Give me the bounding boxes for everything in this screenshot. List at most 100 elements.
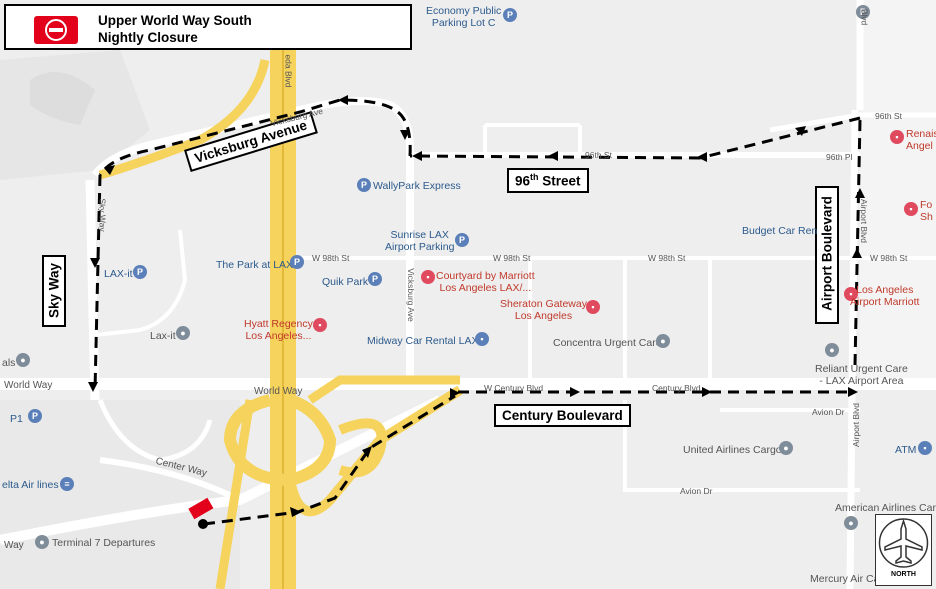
poi-park-at-lax[interactable]: The Park at LAX bbox=[216, 259, 294, 271]
road-airport-blvd-vertical: Airport Blvd bbox=[850, 403, 861, 447]
road-way-left: Way bbox=[4, 540, 24, 551]
place-pin-icon: ● bbox=[844, 516, 858, 530]
poi-label-line: Los Angeles... bbox=[245, 330, 312, 342]
airplane-north-icon bbox=[878, 518, 929, 568]
hotel-icon: ▪ bbox=[890, 130, 904, 144]
poi-p1[interactable]: P1 bbox=[10, 413, 23, 425]
poi-label-line: Parking Lot C bbox=[431, 17, 496, 29]
map-title-box: Upper World Way South Nightly Closure bbox=[4, 4, 412, 50]
callout-96th-rest: Street bbox=[538, 173, 581, 189]
road-century-blvd: Century Blvd bbox=[652, 383, 701, 393]
poi-label-line: Angel bbox=[906, 140, 933, 152]
parking-icon: P bbox=[28, 409, 42, 423]
callout-airport-boulevard-box: Airport Boulevard bbox=[815, 186, 839, 324]
parking-icon: P bbox=[133, 265, 147, 279]
poi-label-line: - LAX Airport Area bbox=[819, 375, 904, 387]
road-w-century-blvd: W Century Blvd bbox=[484, 383, 544, 393]
poi-wallypark[interactable]: WallyPark Express bbox=[373, 180, 461, 192]
hotel-icon: ▪ bbox=[313, 318, 327, 332]
poi-delta[interactable]: elta Air lines bbox=[2, 479, 59, 491]
road-world-way-left: World Way bbox=[4, 380, 53, 391]
place-pin-icon: ● bbox=[825, 343, 839, 357]
poi-midway-car-rental[interactable]: Midway Car Rental LAX bbox=[367, 335, 479, 347]
poi-label-line: Economy Public bbox=[426, 5, 502, 17]
poi-terminal-7[interactable]: Terminal 7 Departures bbox=[52, 537, 156, 549]
place-pin-icon: ● bbox=[16, 353, 30, 367]
hotel-icon: ▪ bbox=[586, 300, 600, 314]
road-w-98th-c: W 98th St bbox=[648, 253, 686, 263]
callout-96th-number: 96 bbox=[515, 173, 531, 189]
road-96th-st: 96th St bbox=[585, 150, 612, 160]
airport-area bbox=[0, 400, 240, 589]
hotel-icon: ▪ bbox=[904, 202, 918, 216]
do-not-enter-icon bbox=[34, 16, 78, 44]
place-pin-icon: ● bbox=[35, 535, 49, 549]
poi-label-line: Los Angeles bbox=[514, 310, 573, 322]
road-world-way: World Way bbox=[254, 386, 303, 397]
poi-label-line: Sunrise LAX bbox=[390, 229, 449, 241]
road-avion-dr: Avion Dr bbox=[812, 407, 845, 417]
poi-partial-als[interactable]: als bbox=[2, 357, 16, 369]
place-pin-icon: ● bbox=[656, 334, 670, 348]
poi-mercury-air[interactable]: Mercury Air Ca bbox=[810, 573, 880, 585]
land-area bbox=[30, 72, 95, 125]
parking-icon: P bbox=[503, 8, 517, 22]
road-vicksburg-ave-vertical: Vicksburg Ave bbox=[405, 268, 416, 322]
callout-century-boulevard: Century Boulevard bbox=[494, 404, 631, 427]
poi-concentra[interactable]: Concentra Urgent Care bbox=[553, 337, 662, 349]
airline-icon: ≡ bbox=[60, 477, 74, 491]
road-96th-pl: 96th Pl bbox=[826, 152, 853, 162]
poi-label-line: Los Angeles LAX/... bbox=[439, 282, 532, 294]
poi-label-line: Airport Parking bbox=[385, 241, 455, 253]
parking-icon: P bbox=[290, 255, 304, 269]
poi-label-line: Sh bbox=[920, 211, 933, 223]
poi-reliant-urgent-care[interactable]: Reliant Urgent Care- LAX Airport Area bbox=[815, 363, 908, 387]
hotel-icon: ▪ bbox=[844, 287, 858, 301]
road-w-98th-b: W 98th St bbox=[493, 253, 531, 263]
north-label: NORTH bbox=[891, 571, 916, 578]
poi-american-cargo[interactable]: American Airlines Car bbox=[835, 502, 936, 514]
closure-marker bbox=[188, 497, 214, 520]
land-area bbox=[860, 0, 936, 380]
north-arrow-box: NORTH bbox=[875, 514, 932, 586]
road-sky-way-vertical: Sky Way bbox=[97, 198, 108, 232]
parking-icon: P bbox=[357, 178, 371, 192]
poi-quik-park[interactable]: Quik Park bbox=[322, 276, 369, 288]
poi-united-cargo[interactable]: United Airlines Cargo bbox=[683, 444, 782, 456]
parking-icon: P bbox=[856, 5, 870, 19]
callout-sky-way: Sky Way bbox=[46, 262, 62, 319]
parking-icon: P bbox=[368, 272, 382, 286]
road-w-98th-d: W 98th St bbox=[870, 253, 908, 263]
poi-lax-it[interactable]: LAX-it bbox=[104, 268, 133, 280]
road-airport-blvd-vertical-2: Airport Blvd bbox=[858, 199, 869, 243]
poi-budget-car[interactable]: Budget Car Ren bbox=[742, 225, 818, 237]
poi-label-line: Courtyard by Marriott bbox=[436, 270, 535, 282]
car-rental-icon: ▪ bbox=[475, 332, 489, 346]
poi-label-line: Renais bbox=[906, 128, 936, 140]
road-avion-dr-2: Avion Dr bbox=[680, 486, 713, 496]
map-title: Upper World Way South bbox=[98, 13, 252, 28]
route-start-dot bbox=[198, 519, 208, 529]
road-w-98th-a: W 98th St bbox=[312, 253, 350, 263]
poi-label-line: Fo bbox=[920, 199, 933, 211]
atm-icon: ▪ bbox=[918, 441, 932, 455]
callout-96th-suffix: th bbox=[530, 172, 539, 182]
poi-label-line: Reliant Urgent Care bbox=[815, 363, 908, 375]
poi-lax-it-2[interactable]: Lax-it bbox=[150, 330, 176, 342]
poi-atm[interactable]: ATM bbox=[895, 444, 917, 456]
callout-sky-way-box: Sky Way bbox=[42, 255, 66, 327]
poi-label-line: Los Angeles bbox=[856, 284, 914, 296]
parking-icon: P bbox=[455, 233, 469, 247]
road-sepulveda: eda Blvd bbox=[283, 54, 294, 88]
poi-label-line: Hyatt Regency bbox=[244, 318, 313, 330]
